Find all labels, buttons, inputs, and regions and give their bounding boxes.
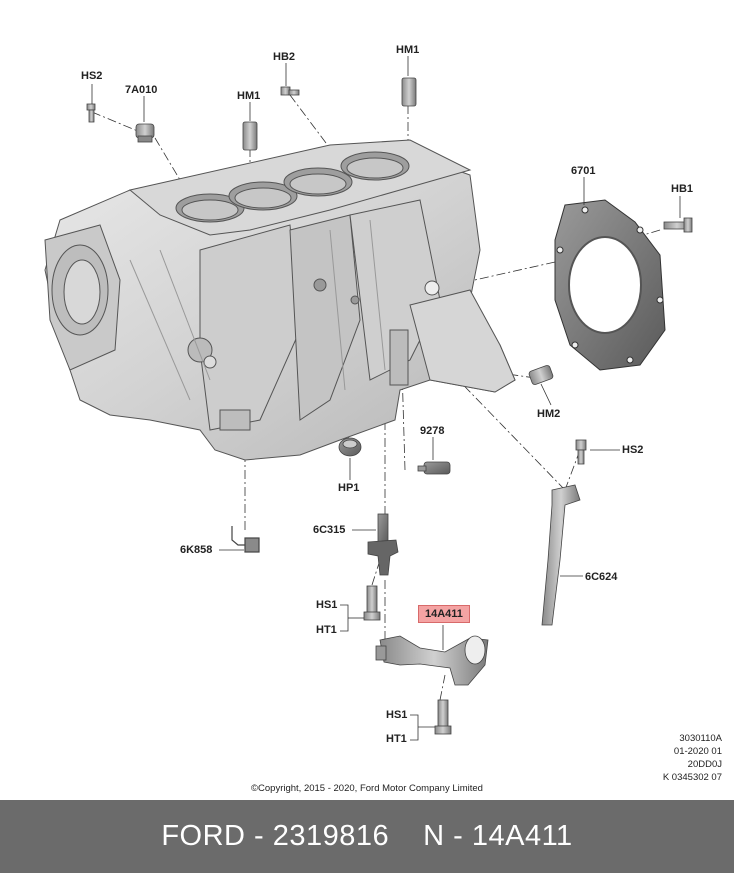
dipstick-tube-6c624 [541, 484, 581, 626]
bolt-hs2-top [86, 103, 96, 123]
wire-6k858 [231, 526, 260, 553]
copyright-notice: ©Copyright, 2015 - 2020, Ford Motor Comp… [251, 783, 483, 794]
diagram-metadata: 3030110A 01-2020 01 20DD0J K 0345302 07 [663, 732, 722, 784]
label-hm1-top: HM1 [396, 44, 420, 56]
label-6c624: 6C624 [585, 571, 618, 583]
dowel-hm2 [528, 365, 554, 385]
engine-block-exploded-diagram [44, 56, 693, 741]
plug-hp1 [338, 437, 362, 457]
label-hp1: HP1 [338, 482, 360, 494]
label-6701: 6701 [571, 165, 596, 177]
label-14a411-highlight: 14A411 [418, 605, 470, 623]
rear-seal-plate-6701 [554, 199, 666, 371]
engine-block [44, 139, 516, 461]
bolt-hb1 [663, 217, 693, 233]
meta-line-1: 3030110A [679, 733, 722, 744]
label-6k858: 6K858 [180, 544, 213, 556]
bolt-hb2 [280, 86, 300, 96]
label-hb1: HB1 [671, 183, 694, 195]
label-hm2: HM2 [537, 408, 561, 420]
plug-7a010 [135, 123, 155, 143]
footer-brand-part-number: FORD - 2319816 [161, 820, 390, 852]
label-9278: 9278 [420, 425, 445, 437]
meta-line-3: 20DD0J [687, 759, 722, 770]
label-ht1-bottom: HT1 [386, 733, 407, 745]
sensor-9278 [417, 461, 451, 475]
oil-pump-pickup-14a411 [375, 635, 489, 686]
label-7a010: 7A010 [125, 84, 158, 96]
dowel-hm1-top [401, 77, 417, 107]
label-hs1-bottom: HS1 [386, 709, 408, 721]
label-hs1-mid: HS1 [316, 599, 338, 611]
meta-line-4: K 0345302 07 [662, 772, 722, 783]
bolt-hs1-mid [363, 585, 381, 621]
label-hb2: HB2 [273, 51, 296, 63]
bolt-hs1-bottom [434, 699, 452, 735]
label-6c315: 6C315 [313, 524, 346, 536]
label-ht1-mid: HT1 [316, 624, 337, 636]
footer-text: FORD - 2319816 N - 14A411 [0, 800, 734, 873]
label-pointers [91, 56, 681, 741]
label-hs2-right: HS2 [622, 444, 644, 456]
meta-line-2: 01-2020 01 [673, 746, 722, 757]
bolt-hs2-right [575, 439, 587, 465]
label-hm1-left: HM1 [237, 90, 261, 102]
label-hs2-top: HS2 [81, 70, 103, 82]
footer-bar: FORD - 2319816 N - 14A411 [0, 800, 734, 873]
footer-oem-part-number: N - 14A411 [423, 820, 573, 852]
dowel-hm1-left [242, 121, 258, 151]
sensor-6c315 [367, 513, 399, 576]
